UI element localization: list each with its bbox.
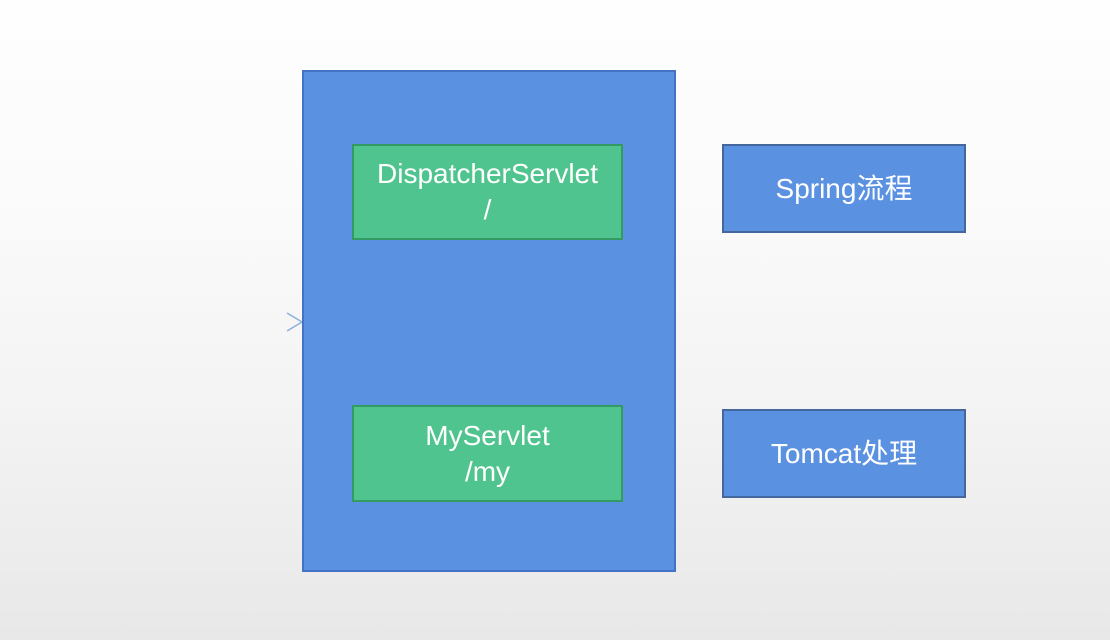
process-label: Tomcat处理 bbox=[770, 437, 918, 469]
request-arrow-icon bbox=[115, 312, 304, 332]
spring-process-box: Spring流程 bbox=[722, 144, 966, 233]
servlet-name-label: MyServlet bbox=[425, 419, 550, 451]
tomcat-process-box: Tomcat处理 bbox=[722, 409, 966, 498]
dispatcher-servlet-box: DispatcherServlet / bbox=[352, 144, 623, 240]
servlet-path-label: / bbox=[483, 194, 492, 225]
servlet-name-label: DispatcherServlet bbox=[377, 158, 598, 189]
my-servlet-box: MyServlet /my bbox=[352, 405, 623, 502]
process-label: Spring流程 bbox=[775, 172, 913, 204]
servlet-path-label: /my bbox=[464, 455, 511, 487]
